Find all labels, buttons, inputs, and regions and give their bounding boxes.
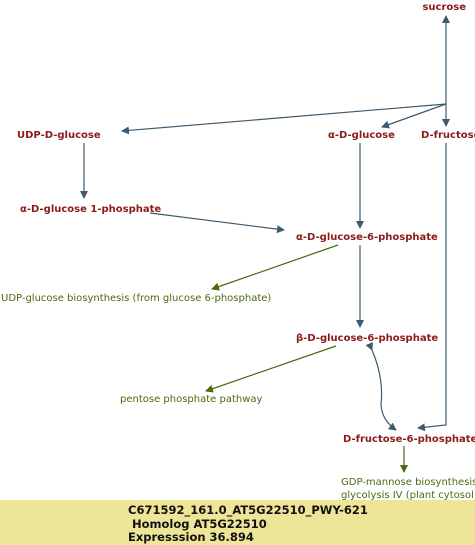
edge-g6p-to-udp-biosynthesis	[211, 244, 339, 291]
edges	[80, 15, 450, 473]
node-udp-d-glucose[interactable]: UDP-D-glucose	[17, 130, 101, 141]
metabolite-nodes: sucrose UDP-D-glucose α-D-glucose D-fruc…	[17, 2, 475, 445]
edge-g1p-to-g6p	[149, 212, 285, 234]
node-alpha-d-glucose-6-phosphate[interactable]: α-D-glucose-6-phosphate	[296, 232, 438, 243]
node-alpha-d-glucose[interactable]: α-D-glucose	[328, 130, 395, 141]
edge-branch-to-alpha-d-glucose	[381, 103, 447, 129]
node-beta-d-glucose-6-phosphate[interactable]: β-D-glucose-6-phosphate	[296, 333, 438, 344]
pathway-udp-glucose-biosynthesis[interactable]: UDP-glucose biosynthesis (from glucose 6…	[1, 293, 271, 304]
info-line-id: C671592_161.0_AT5G22510_PWY-621	[128, 503, 368, 517]
node-alpha-d-glucose-1-phosphate[interactable]: α-D-glucose 1-phosphate	[20, 204, 161, 215]
pathway-diagram: sucrose UDP-D-glucose α-D-glucose D-fruc…	[1, 2, 475, 500]
pathway-gdp-mannose[interactable]: GDP-mannose biosynthesis	[341, 477, 475, 488]
node-d-fructose-6-phosphate[interactable]: D-fructose-6-phosphate	[343, 434, 475, 445]
pathway-links: UDP-glucose biosynthesis (from glucose 6…	[1, 293, 475, 500]
edge-fructose-to-f6p	[417, 143, 447, 432]
node-d-fructose[interactable]: D-fructose	[421, 130, 475, 141]
edge-beta-g6p-to-f6p	[365, 341, 397, 431]
info-line-homolog: Homolog AT5G22510	[128, 516, 267, 531]
edge-beta-g6p-to-pentose	[205, 345, 337, 393]
pathway-glycolysis-iv[interactable]: glycolysis IV (plant cytosol)	[341, 490, 475, 500]
pathway-pentose-phosphate[interactable]: pentose phosphate pathway	[120, 394, 263, 405]
info-line-expression: Expresssion 36.894	[128, 530, 254, 544]
node-sucrose[interactable]: sucrose	[422, 2, 466, 13]
info-panel: C671592_161.0_AT5G22510_PWY-621 Homolog …	[0, 500, 475, 545]
edge-branch-to-udp-d-glucose	[121, 103, 447, 135]
